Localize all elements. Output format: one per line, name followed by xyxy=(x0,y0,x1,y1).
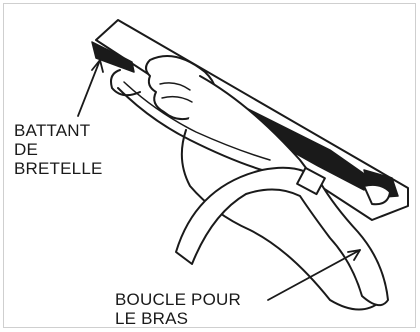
sling-swivel-label: BATTANT DE BRETELLE xyxy=(14,121,103,178)
sling-swivel-label-line-1: BATTANT xyxy=(14,121,103,140)
swivel-pointer xyxy=(78,60,100,116)
arm-loop-label-line-1: BOUCLE POUR xyxy=(115,290,241,309)
arm-loop-label: BOUCLE POUR LE BRAS xyxy=(115,290,241,328)
sling-swivel-label-line-2: DE xyxy=(14,140,103,159)
sling-swivel-label-line-3: BRETELLE xyxy=(14,159,103,178)
arm-loop-label-line-2: LE BRAS xyxy=(115,309,241,328)
